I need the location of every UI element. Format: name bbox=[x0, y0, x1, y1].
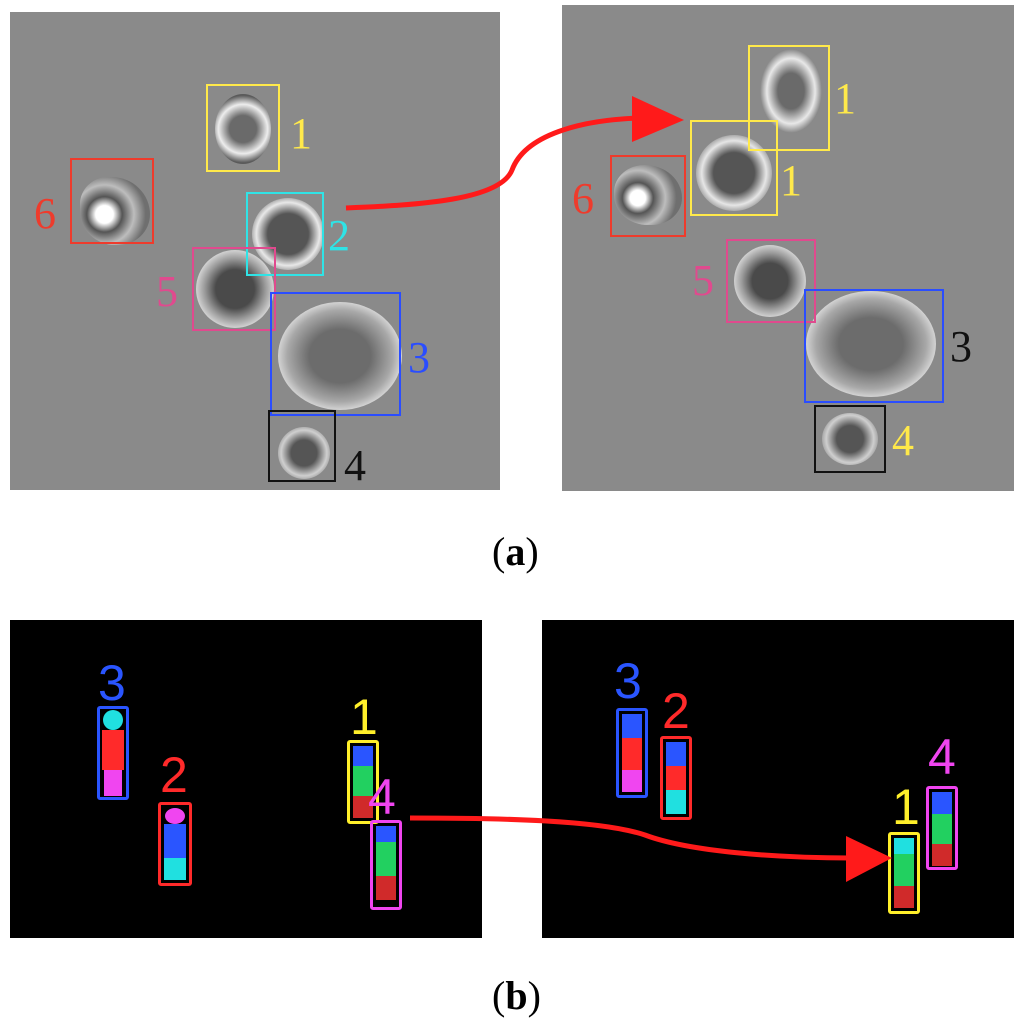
track-2-blue-segment bbox=[666, 742, 686, 766]
bbox-blue-3 bbox=[270, 292, 401, 416]
cell-6 bbox=[80, 177, 150, 245]
track-4-box bbox=[926, 786, 958, 870]
track-4-blue-segment bbox=[932, 792, 952, 814]
track-2-red-segment bbox=[666, 766, 686, 790]
track-1-box bbox=[888, 832, 920, 914]
track-3-label: 3 bbox=[614, 653, 642, 709]
cell-3 bbox=[806, 291, 936, 397]
track-1-blue-segment bbox=[353, 746, 373, 766]
label-2: 2 bbox=[328, 211, 350, 260]
label-5: 5 bbox=[156, 267, 178, 316]
label-6: 6 bbox=[572, 174, 594, 223]
track-2-label: 2 bbox=[662, 683, 690, 739]
bbox-yellow-1-bottom bbox=[690, 120, 778, 216]
track-1-green-segment bbox=[353, 766, 373, 796]
label-1-bottom: 1 bbox=[780, 156, 802, 205]
track-3-magenta-segment bbox=[104, 770, 122, 796]
panel-b-right-tracking: 3 2 1 4 bbox=[542, 620, 1014, 938]
track-4-label: 4 bbox=[368, 769, 396, 825]
bbox-blue-3 bbox=[804, 289, 944, 403]
cell-1-bottom bbox=[696, 135, 772, 211]
track-3-red-segment bbox=[102, 730, 124, 770]
label-1-top: 1 bbox=[834, 74, 856, 123]
track-2-cyan-segment bbox=[164, 858, 186, 880]
caption-a-letter: a bbox=[505, 529, 526, 574]
panel-b-left-tracking: 3 2 1 4 bbox=[10, 620, 482, 938]
bbox-yellow-1-top bbox=[748, 45, 830, 151]
cell-4 bbox=[278, 427, 330, 479]
bbox-red-6 bbox=[70, 158, 154, 244]
caption-b-letter: b bbox=[505, 973, 528, 1018]
track-2-blue-segment bbox=[164, 824, 186, 858]
track-4-red-segment bbox=[932, 844, 952, 866]
track-2-cyan-segment bbox=[666, 790, 686, 814]
panel-a-left-micrograph: 1 2 5 3 4 6 bbox=[10, 12, 500, 490]
track-2-box bbox=[158, 802, 192, 886]
bbox-cyan-2 bbox=[246, 192, 324, 276]
label-3: 3 bbox=[950, 322, 972, 371]
caption-a: (a) bbox=[492, 529, 539, 574]
track-1-red-segment bbox=[353, 796, 373, 818]
track-4-green-segment bbox=[932, 814, 952, 844]
track-3-label: 3 bbox=[98, 655, 126, 711]
track-1-cyan-segment bbox=[894, 838, 914, 854]
bbox-pink-5 bbox=[726, 239, 816, 323]
track-2-box bbox=[660, 736, 692, 820]
panel-a-right-micrograph: 1 1 6 5 3 4 bbox=[562, 5, 1014, 491]
cell-1 bbox=[215, 94, 271, 164]
track-1-box bbox=[347, 740, 379, 824]
bbox-red-6 bbox=[610, 155, 686, 237]
track-2-label: 2 bbox=[160, 747, 188, 803]
track-3-box bbox=[616, 708, 648, 798]
cell-5 bbox=[734, 245, 806, 317]
track-4-green-segment bbox=[376, 842, 396, 876]
track-3-box bbox=[97, 706, 129, 800]
label-3: 3 bbox=[408, 333, 430, 382]
cell-5 bbox=[196, 250, 274, 328]
cell-1-top bbox=[760, 49, 822, 133]
track-1-label: 1 bbox=[350, 689, 378, 745]
track-1-red-segment bbox=[894, 886, 914, 908]
track-3-magenta-segment bbox=[622, 770, 642, 792]
label-6: 6 bbox=[34, 189, 56, 238]
bbox-black-4 bbox=[268, 410, 336, 482]
label-5: 5 bbox=[692, 256, 714, 305]
label-4: 4 bbox=[344, 441, 366, 490]
bbox-black-4 bbox=[814, 405, 886, 473]
track-1-label: 1 bbox=[892, 779, 920, 835]
track-4-red-segment bbox=[376, 876, 396, 900]
track-3-cyan-segment bbox=[103, 710, 123, 730]
bbox-pink-5 bbox=[192, 247, 276, 331]
cell-3 bbox=[278, 302, 402, 410]
cell-4 bbox=[822, 413, 878, 465]
track-4-blue-segment bbox=[376, 826, 396, 842]
track-3-red-segment bbox=[622, 738, 642, 770]
label-1: 1 bbox=[290, 109, 312, 158]
track-3-blue-segment bbox=[622, 714, 642, 738]
track-4-box bbox=[370, 820, 402, 910]
cell-2 bbox=[252, 198, 324, 270]
caption-b: (b) bbox=[492, 973, 541, 1018]
bbox-yellow-1 bbox=[206, 84, 280, 172]
track-1-green-segment bbox=[894, 854, 914, 886]
track-4-label: 4 bbox=[928, 729, 956, 785]
track-2-magenta-segment bbox=[165, 808, 185, 824]
label-4: 4 bbox=[892, 416, 914, 465]
